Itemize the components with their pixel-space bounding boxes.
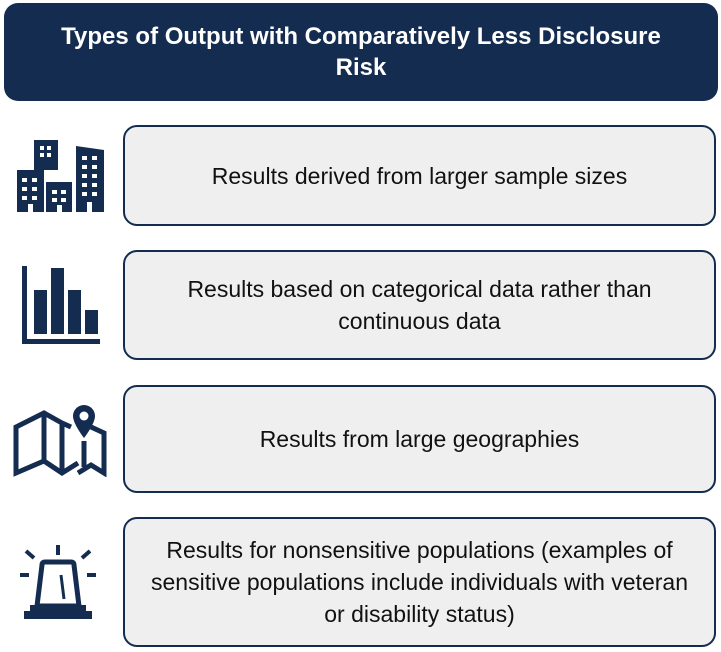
- item-box: Results from large geographies: [123, 385, 716, 493]
- item-text: Results based on categorical data rather…: [187, 276, 652, 334]
- item-box: Results for nonsensitive populations (ex…: [123, 517, 716, 647]
- item-box: Results based on categorical data rather…: [123, 250, 716, 360]
- header-title: Types of Output with Comparatively Less …: [61, 23, 661, 81]
- siren-alarm-icon: [10, 542, 110, 622]
- map-pin-icon: [10, 402, 110, 478]
- header-banner: Types of Output with Comparatively Less …: [4, 3, 718, 101]
- bar-chart-icon: [10, 265, 110, 345]
- item-box: Results derived from larger sample sizes: [123, 125, 716, 226]
- item-text: Results derived from larger sample sizes: [211, 162, 628, 189]
- buildings-icon: [10, 138, 110, 213]
- item-text: Results from large geographies: [259, 426, 580, 452]
- item-text: Results for nonsensitive populations (ex…: [151, 537, 688, 627]
